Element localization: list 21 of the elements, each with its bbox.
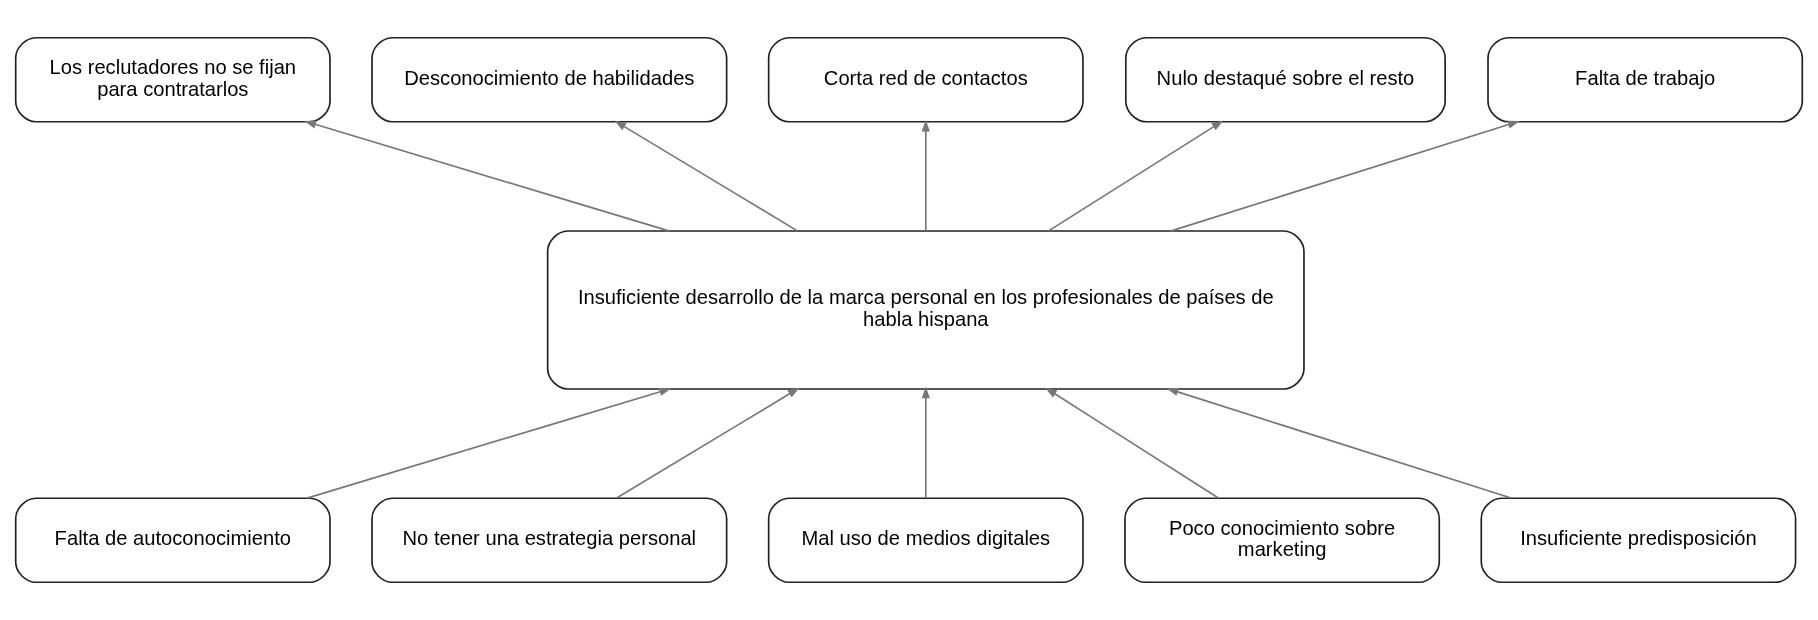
arrow: [1170, 120, 1520, 232]
node-box: Falta de autoconocimiento: [14, 497, 331, 584]
node-box: Insuficiente desarrollo de la marca personal en los profesionales de países de habla hispana: [546, 230, 1305, 390]
arrow: [306, 387, 672, 499]
arrow: [1166, 387, 1512, 499]
node-box: Nulo destaqué sobre el resto: [1124, 36, 1446, 123]
node-box: Corta red de contactos: [767, 36, 1084, 123]
arrow: [614, 120, 799, 232]
node-box: Los reclutadores no se fijan para contratarlos: [14, 36, 331, 123]
arrow: [921, 119, 930, 232]
node-box: Poco conocimiento sobre marketing: [1124, 497, 1441, 584]
arrow: [1045, 387, 1220, 499]
node-box: Mal uso de medios digitales: [767, 497, 1084, 584]
node-box: No tener una estrategia personal: [371, 497, 728, 584]
arrow: [615, 387, 800, 499]
node-box: Insuficiente predisposición: [1480, 497, 1797, 584]
arrow: [921, 386, 930, 499]
arrow: [304, 120, 670, 232]
arrow: [1047, 120, 1224, 232]
node-box: Falta de trabajo: [1487, 36, 1804, 123]
node-box: Desconocimiento de habilidades: [371, 36, 728, 123]
